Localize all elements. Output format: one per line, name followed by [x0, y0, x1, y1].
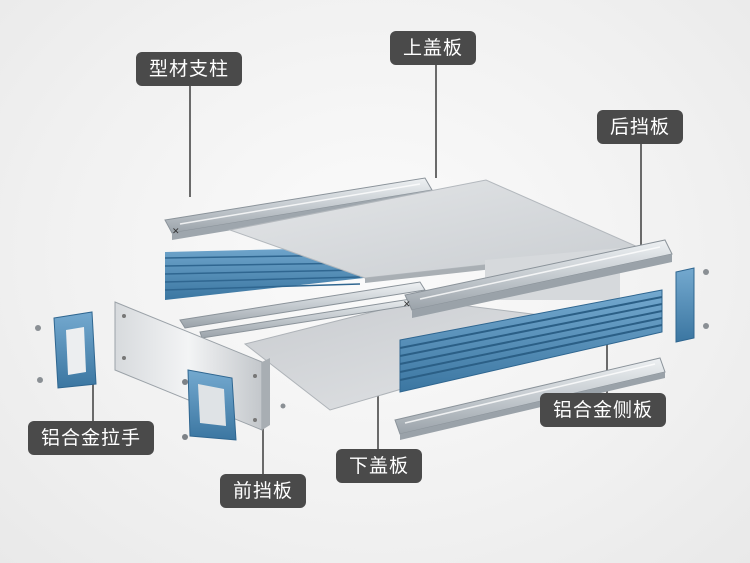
label-aluminum-handle: 铝合金拉手: [28, 421, 155, 455]
svg-text:✕: ✕: [172, 227, 180, 237]
label-front-panel: 前挡板: [220, 474, 307, 508]
aluminum-side-heatsink: [399, 289, 663, 393]
rear-profile-rail: ✕: [403, 239, 673, 318]
screws: [280, 403, 286, 409]
bottom-profile-rail: [394, 357, 666, 440]
label-profile-column: 型材支柱: [136, 52, 243, 86]
label-aluminum-side-panel: 铝合金侧板: [540, 393, 667, 427]
label-rear-panel: 后挡板: [597, 110, 684, 144]
label-top-cover: 上盖板: [390, 31, 477, 65]
svg-text:✕: ✕: [403, 300, 411, 310]
top-left-profile-rail: ✕: [164, 177, 433, 240]
label-bottom-cover: 下盖板: [336, 449, 423, 483]
rear-end-cap: [675, 267, 709, 343]
loose-handle: [35, 311, 97, 389]
front-handle: [182, 369, 237, 441]
middle-profile-rails: [179, 281, 433, 339]
